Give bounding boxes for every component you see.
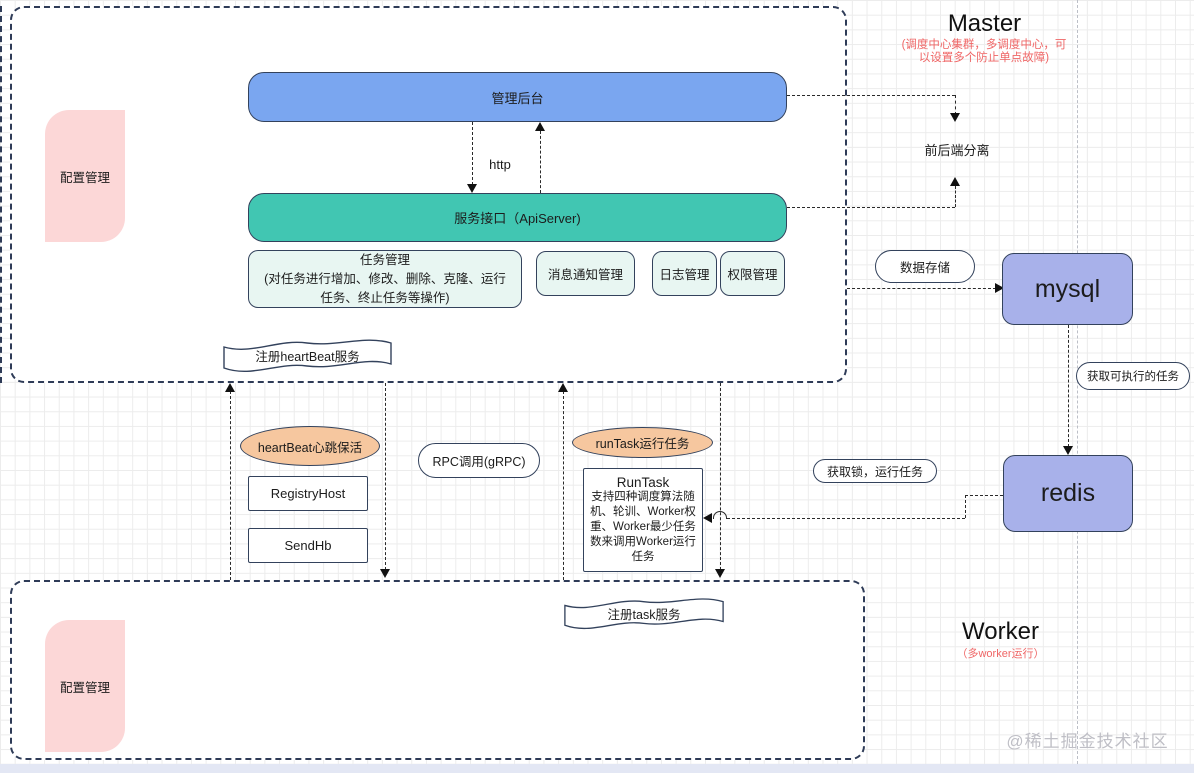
send-hb-label: SendHb xyxy=(284,538,332,553)
perm-mgmt-box: 权限管理 xyxy=(720,251,785,296)
config-mgmt-label: 配置管理 xyxy=(59,170,110,185)
mysql-label: mysql xyxy=(1034,274,1101,303)
admin-backend-label: 管理后台 xyxy=(491,90,544,106)
config-mgmt-box-worker: 配置管理 xyxy=(45,620,125,752)
redis-box: redis xyxy=(1003,455,1133,532)
connector-runtask-up xyxy=(563,391,564,580)
redis-label: redis xyxy=(1040,479,1096,507)
data-store-label: 数据存储 xyxy=(899,261,950,275)
arrow-down-icon xyxy=(715,569,725,578)
register-task-label: 注册task服务 xyxy=(607,607,681,622)
arrow-down-icon xyxy=(950,113,960,122)
get-lock-label: 获取锁，运行任务 xyxy=(826,464,923,479)
connector-master-worker-2 xyxy=(720,383,721,570)
rpc-call-ellipse: RPC调用(gRPC) xyxy=(418,443,540,478)
config-mgmt-box-master: 配置管理 xyxy=(45,110,125,242)
http-label: http xyxy=(478,155,522,173)
worker-note: （多worker运行） xyxy=(933,647,1068,661)
get-lock-ellipse: 获取锁，运行任务 xyxy=(813,459,937,483)
connector-api-right xyxy=(787,207,955,208)
master-note: (调度中心集群，多调度中心，可 以设置多个防止单点故障) xyxy=(893,38,1075,66)
notify-mgmt-label: 消息通知管理 xyxy=(547,268,623,282)
register-task-banner: 注册task服务 xyxy=(563,596,725,630)
runtask-ellipse: runTask运行任务 xyxy=(572,427,713,458)
connector-redis-runtask xyxy=(727,518,965,519)
task-mgmt-title: 任务管理 xyxy=(359,252,410,267)
connector-redis-out xyxy=(965,495,1003,496)
heartbeat-ellipse: heartBeat心跳保活 xyxy=(240,426,380,466)
runtask-title: RunTask xyxy=(616,475,670,490)
connector-master-mysql xyxy=(847,288,996,289)
arrow-down-icon xyxy=(1063,446,1073,455)
arrow-up-icon xyxy=(535,122,545,131)
worker-note-text: （多worker运行） xyxy=(956,647,1045,660)
banner-ribbon-shape xyxy=(223,339,392,372)
connector-mysql-redis xyxy=(1068,325,1069,447)
log-mgmt-label: 日志管理 xyxy=(659,268,710,282)
registry-host-box: RegistryHost xyxy=(248,476,368,511)
admin-backend-box: 管理后台 xyxy=(248,72,787,122)
scrollbar-track[interactable] xyxy=(0,764,1194,773)
arrow-down-icon xyxy=(467,184,477,193)
api-server-box: 服务接口（ApiServer) xyxy=(248,193,787,242)
task-mgmt-body: (对任务进行增加、修改、删除、克隆、运行 任务、终止任务等操作) xyxy=(264,271,506,305)
connector-admin-right xyxy=(787,95,955,96)
connector-admin-right-drop xyxy=(955,95,956,115)
runtask-body: 支持四种调度算法随 机、轮训、Worker权 重、Worker最少任务 数来调用… xyxy=(590,491,696,563)
left-edge-dashed-line xyxy=(0,6,2,383)
master-title-text: Master xyxy=(947,10,1022,37)
fetch-tasks-label: 获取可执行的任务 xyxy=(1087,371,1179,383)
runtask-box: RunTask 支持四种调度算法随 机、轮训、Worker权 重、Worker最… xyxy=(583,468,703,572)
register-heartbeat-banner: 注册heartBeat服务 xyxy=(222,337,393,373)
notify-mgmt-box: 消息通知管理 xyxy=(536,251,635,296)
worker-title-text: Worker xyxy=(962,618,1039,645)
connector-heartbeat-up xyxy=(230,391,231,580)
watermark: @稀土掘金技术社区 xyxy=(995,727,1180,751)
runtask-ellipse-label: runTask运行任务 xyxy=(595,437,690,451)
fetch-tasks-label-box: 获取可执行的任务 xyxy=(1076,362,1190,390)
frontend-split-label: 前后端分离 xyxy=(912,140,1002,158)
data-store-ellipse: 数据存储 xyxy=(875,250,975,283)
arrow-left-icon xyxy=(703,513,712,523)
arrow-up-icon xyxy=(225,383,235,392)
mysql-box: mysql xyxy=(1002,253,1133,325)
watermark-text: @稀土掘金技术社区 xyxy=(1006,731,1169,751)
config-mgmt-label-worker: 配置管理 xyxy=(59,680,110,695)
heartbeat-label: heartBeat心跳保活 xyxy=(257,440,363,455)
log-mgmt-box: 日志管理 xyxy=(652,251,717,296)
http-text: http xyxy=(489,156,511,172)
frontend-split-text: 前后端分离 xyxy=(924,142,990,158)
rpc-call-label: RPC调用(gRPC) xyxy=(432,455,526,469)
master-note-text: (调度中心集群，多调度中心，可 以设置多个防止单点故障) xyxy=(901,39,1067,64)
register-heartbeat-label: 注册heartBeat服务 xyxy=(255,349,360,364)
arrow-down-icon xyxy=(380,569,390,578)
api-server-label: 服务接口（ApiServer) xyxy=(454,211,581,226)
task-mgmt-box: 任务管理 (对任务进行增加、修改、删除、克隆、运行 任务、终止任务等操作) xyxy=(248,250,522,308)
worker-container xyxy=(10,580,865,760)
connector-http-down xyxy=(472,122,473,185)
send-hb-box: SendHb xyxy=(248,528,368,563)
connector-http-up xyxy=(540,131,541,193)
connector-redis-elbow xyxy=(965,495,966,518)
connector-api-right-rise xyxy=(955,186,956,207)
arrow-up-icon xyxy=(558,383,568,392)
worker-title: Worker xyxy=(938,618,1063,646)
banner-ribbon-shape xyxy=(564,598,724,630)
registry-host-label: RegistryHost xyxy=(270,486,346,501)
arrow-up-icon xyxy=(950,177,960,186)
connector-master-worker-1 xyxy=(385,383,386,570)
perm-mgmt-label: 权限管理 xyxy=(727,268,778,282)
arrow-right-icon xyxy=(995,283,1004,293)
master-title: Master xyxy=(922,10,1047,38)
